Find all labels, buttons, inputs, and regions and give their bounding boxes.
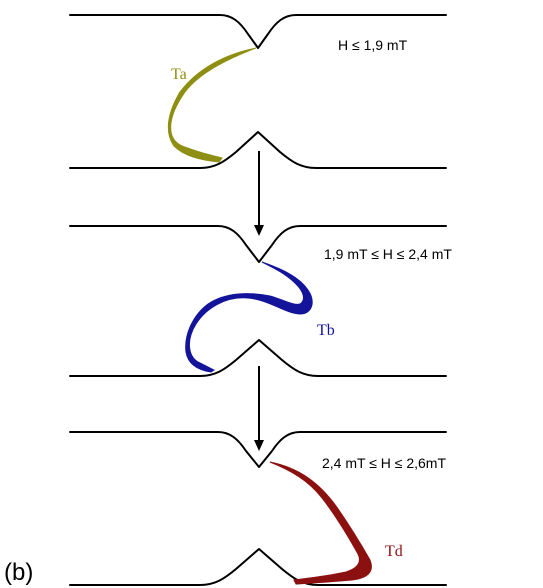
stage-1-upper-edge [69, 14, 447, 49]
stage-2-lower-edge [69, 339, 447, 377]
stage-2-wall-label: Tb [317, 322, 335, 339]
stage-3-wall-label: Td [385, 543, 403, 560]
stage-arrow-1 [254, 151, 264, 236]
stage-2-upper-edge [69, 225, 447, 263]
stage-arrow-2 [254, 366, 264, 451]
stage-1-domain-wall [167, 47, 257, 163]
stage-1-wall-label: Ta [171, 66, 187, 83]
stage-2-domain-wall [185, 261, 313, 373]
stage-1-field-condition: H ≤ 1,9 mT [338, 37, 408, 53]
stage-3-upper-edge [69, 431, 447, 468]
stage-3-field-condition: 2,4 mT ≤ H ≤ 2,6mT [322, 455, 446, 471]
stage-1: Ta H ≤ 1,9 mT [69, 14, 447, 169]
stage-2: Tb 1,9 mT ≤ H ≤ 2,4 mT [69, 225, 452, 377]
stage-3: Td 2,4 mT ≤ H ≤ 2,6mT [69, 431, 447, 586]
panel-label: (b) [4, 559, 33, 586]
stage-1-lower-edge [69, 131, 447, 169]
stage-3-lower-edge [69, 548, 447, 586]
stage-3-domain-wall [269, 461, 372, 585]
stage-2-field-condition: 1,9 mT ≤ H ≤ 2,4 mT [324, 246, 452, 262]
